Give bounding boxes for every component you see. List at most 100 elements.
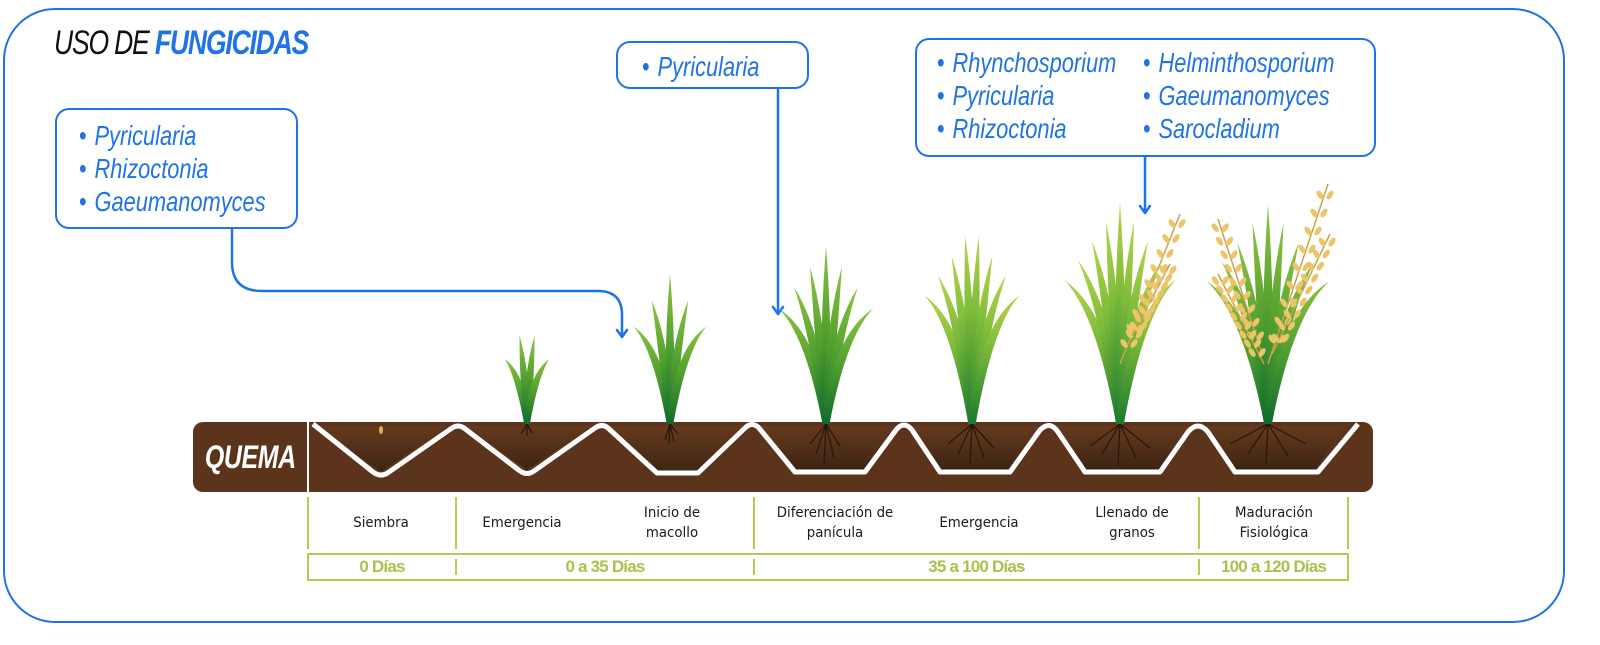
grain: [1280, 298, 1288, 308]
grain: [1126, 324, 1134, 333]
disease-item: •Gaeumanomyces: [1143, 80, 1330, 111]
rice-plant-4: [924, 235, 1020, 424]
grain: [1159, 265, 1167, 275]
grain: [1165, 273, 1173, 283]
disease-item: •Pyricularia: [642, 51, 760, 82]
grain: [1243, 339, 1252, 348]
disease-list: •Pyricularia •Rhizoctonia •Gaeumanomyces: [79, 119, 296, 218]
grain: [1224, 263, 1232, 273]
grain: [1220, 250, 1228, 260]
leaf: [633, 326, 674, 424]
grain: [1221, 223, 1229, 233]
grain: [1148, 305, 1156, 315]
grain: [1230, 250, 1238, 260]
grain: [1235, 303, 1243, 312]
page-title: USO DE FUNGICIDAS: [54, 24, 309, 63]
grain: [1320, 208, 1328, 218]
title-prefix: USO DE: [54, 24, 155, 62]
stage-maduracion-fisiologica: Maduración Fisiológica: [1235, 505, 1313, 541]
grain: [1310, 208, 1318, 218]
days-row: 0 Días 0 a 35 Días 35 a 100 Días 100 a 1…: [307, 553, 1349, 581]
grain: [1120, 339, 1128, 348]
grain: [1318, 237, 1326, 247]
grain: [1152, 297, 1160, 307]
grain: [1248, 304, 1256, 314]
grain: [1258, 348, 1266, 357]
arrowhead-mid: [771, 305, 785, 316]
grain: [1156, 249, 1164, 258]
disease-item: •Rhizoctonia: [79, 153, 209, 184]
grain: [1295, 285, 1303, 295]
grain: [1144, 279, 1152, 288]
grain: [1130, 339, 1138, 348]
grain: [1243, 290, 1251, 300]
grain: [1211, 276, 1219, 285]
stage-inicio-macollo: Inicio de macollo: [643, 505, 701, 541]
grain: [1229, 277, 1237, 287]
grain: [1156, 289, 1164, 299]
grain: [1256, 331, 1264, 341]
disease-item: •Helminthosporium: [1143, 47, 1335, 78]
divider: [455, 497, 457, 549]
grain: [1169, 265, 1177, 275]
leaf: [968, 295, 1020, 424]
grain: [1240, 312, 1248, 321]
grain: [1306, 261, 1315, 271]
connector-arrows: [230, 87, 1152, 339]
disease-item: •Gaeumanomyces: [79, 186, 266, 217]
grain: [1125, 329, 1133, 339]
rice-plants: [504, 183, 1336, 424]
arrow-early: [230, 227, 624, 338]
grain: [1287, 321, 1296, 331]
grain: [1326, 190, 1334, 200]
leaf: [1264, 281, 1330, 424]
grain: [1277, 321, 1286, 331]
grain: [1139, 321, 1148, 331]
grain: [1305, 285, 1313, 295]
stage-emergencia-2: Emergencia: [939, 515, 1019, 531]
grain: [1226, 236, 1234, 246]
grain: [1134, 313, 1142, 323]
disease-item: •Rhizoctonia: [937, 113, 1067, 144]
title-highlight: FUNGICIDAS: [154, 24, 309, 62]
grain: [1322, 249, 1330, 259]
grain: [1230, 294, 1239, 303]
grain: [1162, 234, 1170, 243]
leaf: [1116, 279, 1176, 424]
grain: [1172, 234, 1180, 243]
callout-early-stage: •Pyricularia •Rhizoctonia •Gaeumanomyces: [55, 108, 298, 229]
grain: [1328, 237, 1336, 247]
disease-item: •Sarocladium: [1143, 113, 1280, 144]
leaf: [822, 308, 874, 424]
divider: [1198, 559, 1200, 575]
grain: [1178, 219, 1186, 228]
divider: [307, 497, 309, 549]
grain: [1221, 276, 1229, 285]
grain: [1150, 281, 1159, 291]
grain: [1268, 334, 1276, 344]
rice-plant-5: [1064, 202, 1186, 424]
grain: [1155, 273, 1163, 283]
grain: [1298, 244, 1306, 254]
grain: [1230, 312, 1238, 321]
grain: [1142, 297, 1150, 307]
grain: [1283, 309, 1291, 319]
divider: [753, 559, 755, 575]
period-0-35-dias: 0 a 35 Días: [565, 557, 645, 576]
leaf: [924, 295, 976, 424]
grain: [1272, 333, 1280, 343]
rice-plant-2: [633, 274, 707, 424]
rice-plant-6: [1206, 183, 1336, 424]
divider: [1198, 497, 1200, 549]
stage-siembra: Siembra: [353, 515, 409, 531]
grain: [1252, 317, 1260, 327]
grain: [1168, 219, 1176, 228]
grain-stalk: [1267, 183, 1329, 365]
grain: [1226, 285, 1234, 294]
disease-item: •Pyricularia: [79, 120, 197, 151]
grain: [1225, 303, 1233, 312]
stage-emergencia: Emergencia: [482, 515, 562, 531]
grain: [1286, 280, 1294, 290]
grain: [1316, 261, 1325, 271]
divider: [455, 559, 457, 575]
